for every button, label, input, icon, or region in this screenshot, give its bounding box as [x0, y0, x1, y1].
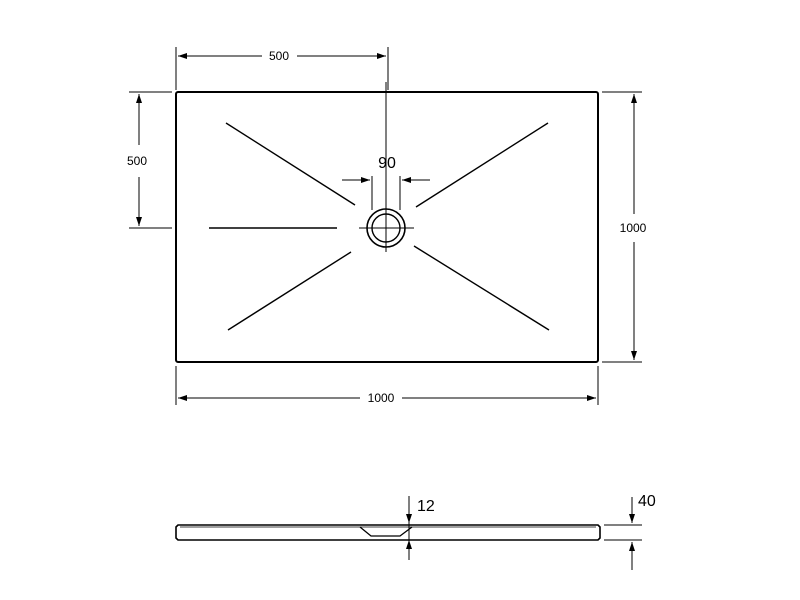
groove-bottom-left [227, 251, 352, 331]
tray-profile [175, 524, 601, 541]
tray-outline [175, 91, 599, 363]
dim-drain-diameter: 90 [342, 155, 430, 210]
groove-top-right [415, 122, 549, 208]
dim-half-width: 500 [175, 47, 389, 90]
drain-recess [359, 526, 413, 537]
drainage-grooves [209, 122, 550, 331]
dim-tray-height: 40 [604, 493, 656, 570]
dim-half-height: 500 [127, 91, 172, 229]
dim-drain-diameter-label: 90 [378, 155, 396, 172]
plan-view: 500 500 1000 1000 [127, 47, 647, 405]
groove-top-left [225, 122, 356, 206]
dim-width-label: 1000 [368, 391, 395, 405]
dim-half-height-label: 500 [127, 154, 147, 168]
drain [359, 82, 414, 252]
dim-half-width-label: 500 [269, 49, 289, 63]
dim-tray-height-label: 40 [638, 493, 656, 510]
dim-height-label: 1000 [620, 221, 647, 235]
section-view: 12 40 [175, 493, 656, 570]
dim-drain-depth-label: 12 [417, 498, 435, 515]
dim-drain-depth: 12 [406, 496, 435, 560]
dim-width: 1000 [175, 366, 599, 405]
groove-bottom-right [413, 245, 550, 331]
dim-height: 1000 [602, 91, 647, 363]
